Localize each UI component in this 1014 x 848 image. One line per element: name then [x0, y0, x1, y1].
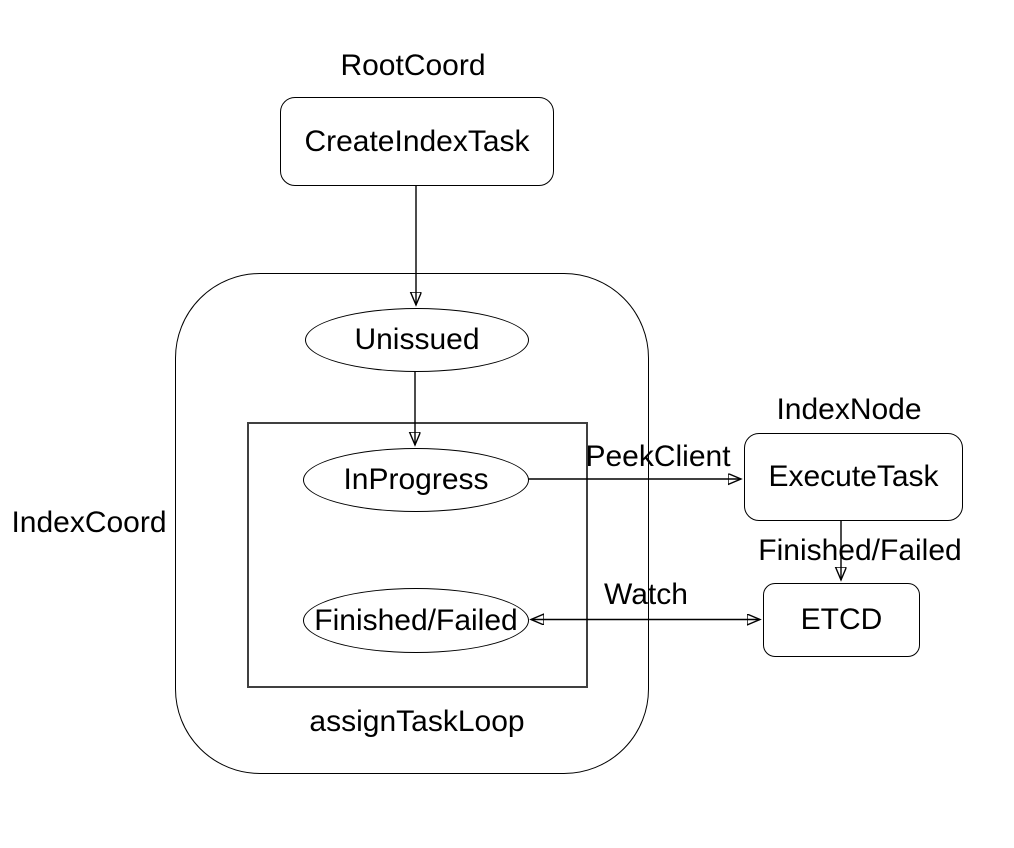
node-in-progress: InProgress	[303, 448, 529, 512]
label-index-coord: IndexCoord	[11, 505, 167, 539]
node-create-index-task: CreateIndexTask	[280, 97, 554, 186]
edge-label-peek-client: PeekClient	[585, 439, 731, 473]
node-execute-task-label: ExecuteTask	[768, 460, 939, 493]
edge-label-finished-failed: Finished/Failed	[758, 533, 962, 567]
node-unissued: Unissued	[305, 308, 529, 372]
label-assign-task-loop: assignTaskLoop	[309, 704, 525, 738]
edge-label-watch: Watch	[604, 577, 688, 611]
assigntaskloop-group-border	[247, 422, 588, 688]
label-index-node: IndexNode	[776, 392, 922, 426]
node-create-index-task-label: CreateIndexTask	[304, 124, 530, 158]
node-etcd: ETCD	[763, 583, 920, 657]
node-unissued-label: Unissued	[354, 323, 480, 356]
indexcoord-group-border	[175, 273, 649, 774]
node-execute-task: ExecuteTask	[744, 433, 963, 521]
node-in-progress-label: InProgress	[343, 463, 489, 496]
node-finished-failed-label: Finished/Failed	[314, 603, 518, 637]
node-finished-failed: Finished/Failed	[303, 588, 529, 653]
label-root-coord: RootCoord	[340, 48, 486, 82]
node-etcd-label: ETCD	[800, 603, 883, 636]
